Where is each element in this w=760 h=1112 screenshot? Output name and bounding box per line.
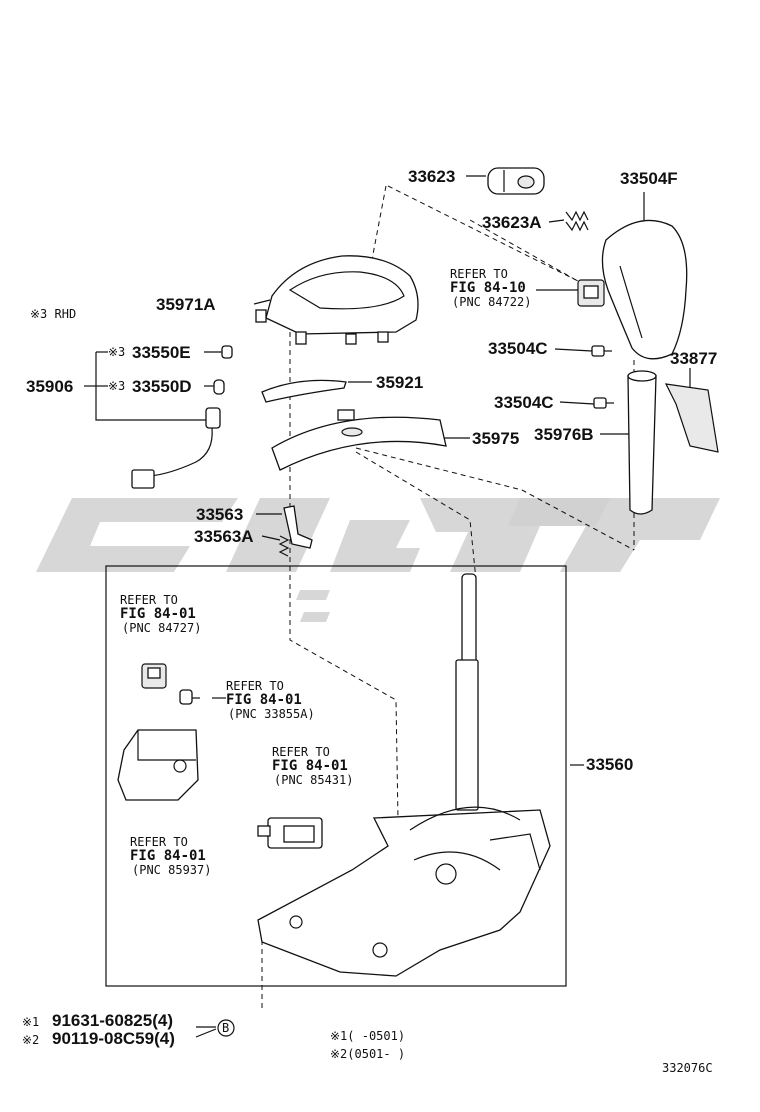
footer-mark-2: ※2: [22, 1033, 39, 1047]
part-35971A-indicator-housing: [255, 255, 419, 345]
label-33877: 33877: [670, 349, 717, 368]
part-33877-cover: [664, 383, 719, 453]
svg-text:(PNC 84722): (PNC 84722): [452, 295, 531, 309]
svg-text:REFER TO: REFER TO: [272, 745, 330, 759]
part-33855A: [179, 689, 200, 705]
part-35921-plate: [261, 379, 347, 403]
label-33563: 33563: [196, 505, 243, 524]
part-33563-pin: [283, 505, 313, 549]
part-33504C-screws: [591, 345, 614, 409]
part-33504F-knob: [601, 219, 688, 360]
svg-text:(PNC 85937): (PNC 85937): [132, 863, 211, 877]
svg-text:REFER TO: REFER TO: [120, 593, 178, 607]
refer-note-85431: REFER TO FIG 84-01 (PNC 85431): [272, 745, 353, 787]
part-35975-slide-plate: [271, 409, 447, 471]
refer-note-84727: REFER TO FIG 84-01 (PNC 84727): [120, 593, 201, 635]
footer-part-1: 91631-60825(4): [52, 1011, 173, 1030]
part-35906-harness: [131, 407, 221, 489]
label-35976B: 35976B: [534, 425, 594, 444]
part-35976B-sleeve: [627, 370, 657, 515]
diagram-id: 332076C: [662, 1061, 713, 1075]
rhd-note: ※3 RHD: [30, 307, 76, 321]
part-33623A-spring: [565, 210, 589, 232]
note-mark-33550E: ※3: [108, 345, 125, 359]
label-35971A: 35971A: [156, 295, 216, 314]
svg-text:FIG 84-01: FIG 84-01: [226, 692, 302, 708]
label-35975: 35975: [472, 429, 519, 448]
footer-part-2: 90119-08C59(4): [52, 1029, 175, 1048]
label-33623A: 33623A: [482, 213, 542, 232]
part-33550E-bulb: [221, 345, 233, 359]
refer-note-85937: REFER TO FIG 84-01 (PNC 85937): [130, 835, 211, 877]
svg-text:FIG 84-01: FIG 84-01: [120, 606, 196, 622]
part-84727: [141, 663, 167, 689]
watermark-logo: [36, 498, 720, 622]
footer-mark-1: ※1: [22, 1015, 39, 1029]
svg-text:(PNC 85431): (PNC 85431): [274, 773, 353, 787]
part-85431-sensor: [257, 817, 323, 849]
footer-note-1: ※1( -0501): [330, 1029, 405, 1043]
part-33560-shift-lever: [257, 573, 551, 977]
label-35906: 35906: [26, 377, 73, 396]
label-33504F: 33504F: [620, 169, 678, 188]
label-33504C-lower: 33504C: [494, 393, 554, 412]
dashed-assembly-lines: [261, 185, 635, 1010]
label-35921: 35921: [376, 373, 423, 392]
part-33623-cap: [487, 167, 545, 195]
label-33560: 33560: [586, 755, 633, 774]
svg-text:(PNC 84727): (PNC 84727): [122, 621, 201, 635]
part-85937-bracket: [117, 729, 199, 801]
part-84722-switch: [577, 279, 605, 307]
refer-note-84722: REFER TO FIG 84-10 (PNC 84722): [450, 267, 531, 309]
refer-note-33855A: REFER TO FIG 84-01 (PNC 33855A): [226, 679, 315, 721]
label-33550E: 33550E: [132, 343, 191, 362]
svg-text:FIG 84-01: FIG 84-01: [272, 758, 348, 774]
svg-text:(PNC 33855A): (PNC 33855A): [228, 707, 315, 721]
bolt-marker-circle: [217, 1019, 235, 1037]
svg-text:REFER TO: REFER TO: [450, 267, 508, 281]
label-33563A: 33563A: [194, 527, 254, 546]
note-mark-33550D: ※3: [108, 379, 125, 393]
part-33563A-spring: [278, 535, 290, 557]
footer-note-2: ※2(0501- ): [330, 1047, 405, 1061]
part-33550D-bulb: [213, 379, 225, 395]
svg-text:FIG 84-10: FIG 84-10: [450, 280, 526, 296]
label-33504C-upper: 33504C: [488, 339, 548, 358]
label-33550D: 33550D: [132, 377, 192, 396]
assembly-33560-box: [105, 565, 567, 987]
svg-text:REFER TO: REFER TO: [226, 679, 284, 693]
svg-text:FIG 84-01: FIG 84-01: [130, 848, 206, 864]
leader-lines: [84, 175, 691, 1038]
svg-text:REFER TO: REFER TO: [130, 835, 188, 849]
bolt-marker-label: B: [222, 1021, 229, 1035]
label-33623: 33623: [408, 167, 455, 186]
